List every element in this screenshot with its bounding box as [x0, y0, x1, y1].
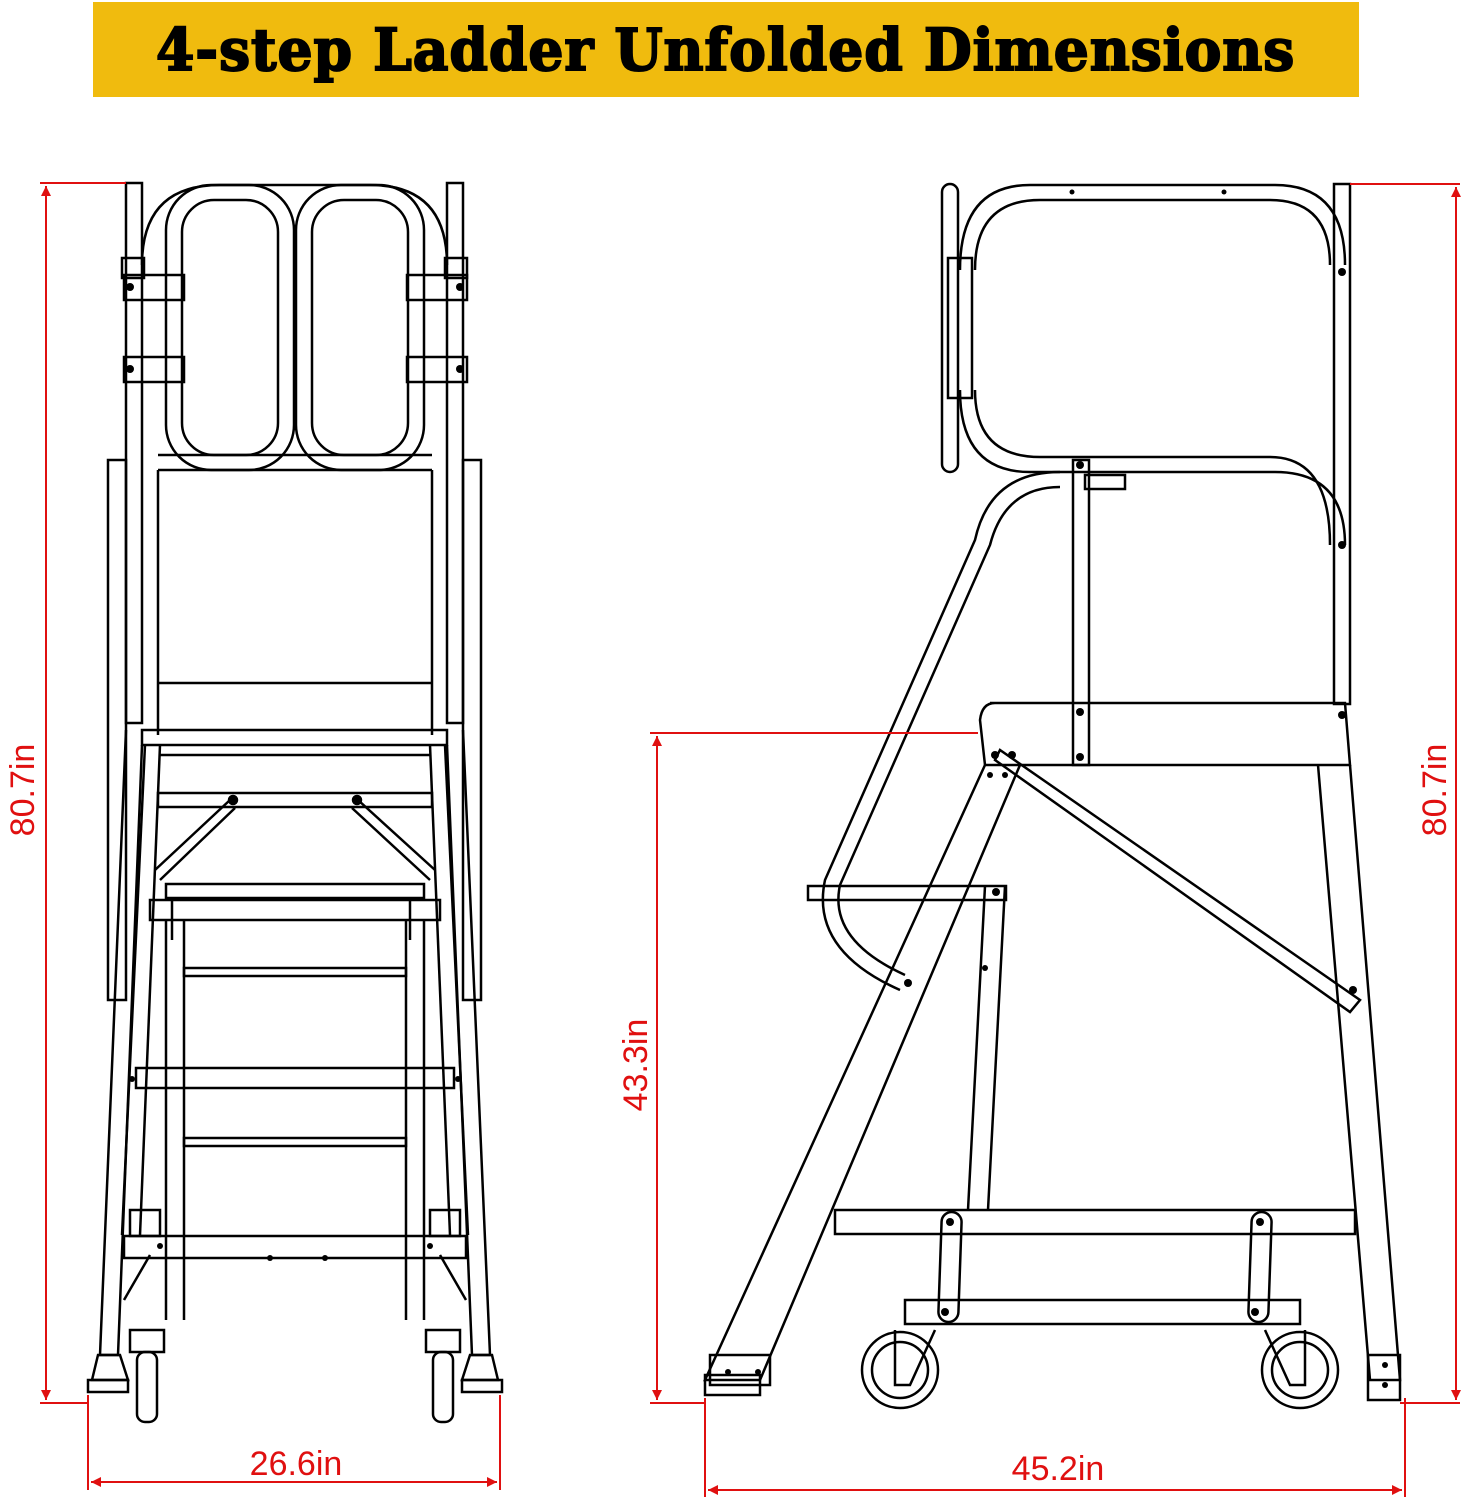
front-height-label: 80.7in	[4, 744, 42, 837]
front-view-bolts	[126, 283, 464, 1261]
page-title: 4-step Ladder Unfolded Dimensions	[155, 15, 1296, 85]
side-dimensions	[650, 183, 1461, 1497]
side-length-label: 45.2in	[1012, 1450, 1105, 1488]
front-view	[86, 181, 504, 1424]
front-width-label: 26.6in	[250, 1445, 343, 1483]
front-dimensions	[40, 182, 501, 1490]
side-platform-height-label: 43.3in	[617, 1019, 655, 1112]
side-view-bolts	[725, 189, 1388, 1388]
title-banner: 4-step Ladder Unfolded Dimensions	[93, 2, 1359, 97]
side-height-label: 80.7in	[1416, 744, 1454, 837]
side-view	[703, 182, 1402, 1410]
